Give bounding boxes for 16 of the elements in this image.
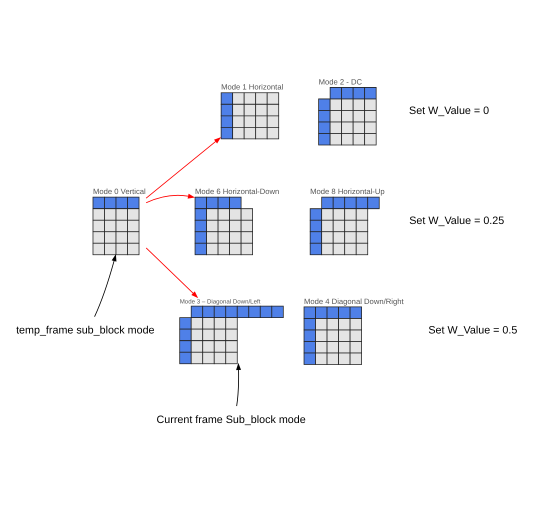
node-text: Current frame Sub_block mode: [156, 414, 306, 426]
label: Set W_Value = 0.5: [428, 324, 518, 337]
arrow: [94, 254, 116, 318]
arrow: [146, 194, 196, 204]
node-label: Mode 4 Diagonal Down/Right: [304, 296, 404, 306]
node-text: temp_frame sub_block mode: [16, 324, 155, 337]
node-label: Mode 2 - DC: [318, 77, 362, 86]
arrow: [236, 362, 242, 407]
node-label: Mode 0 Vertical: [92, 187, 146, 196]
arrow: [146, 137, 222, 199]
label: Set W_Value = 0: [409, 105, 490, 118]
node-label: Mode 8 Horizontal-Up: [310, 187, 385, 196]
node-label: Mode 1 Horizontal: [221, 82, 284, 92]
arrow: [146, 248, 198, 298]
node-label: Mode 6 Horizontal-Down: [195, 187, 280, 196]
label: Set W_Value = 0.25: [409, 214, 504, 227]
